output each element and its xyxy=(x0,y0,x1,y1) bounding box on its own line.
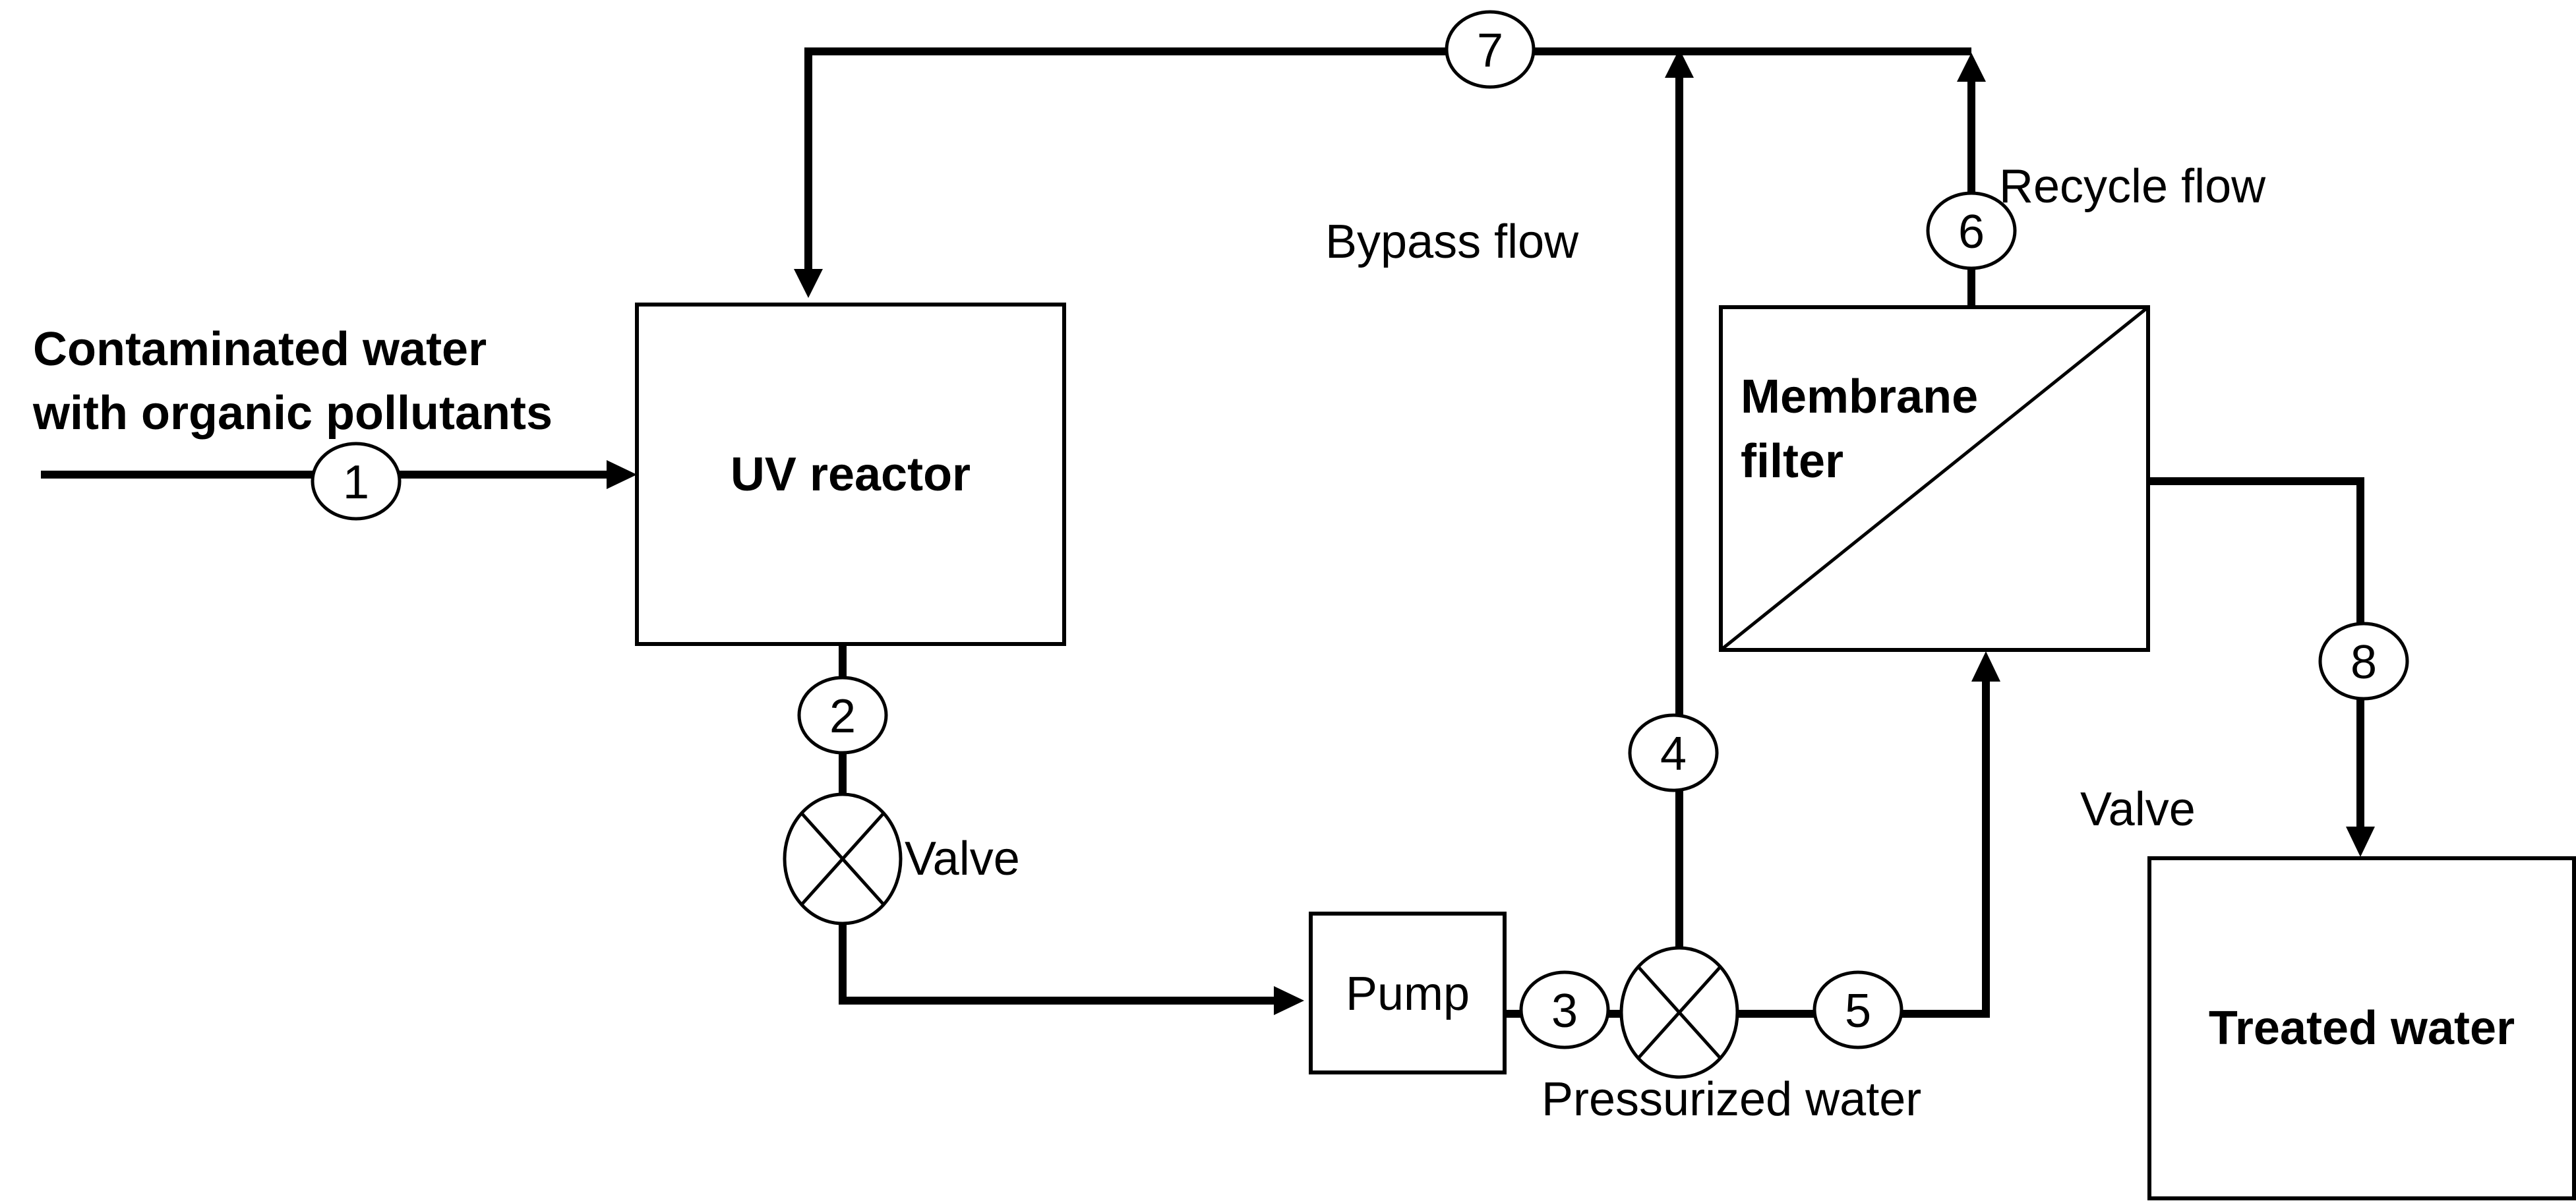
membrane-label-line1: Membrane xyxy=(1741,370,1978,423)
arrow-recycle-up xyxy=(1957,53,1986,82)
input-label-line2: with organic pollutants xyxy=(32,387,553,440)
valve-right-label: Valve xyxy=(2080,783,2196,836)
svg-text:5: 5 xyxy=(1845,985,1871,1038)
arrow-bypass-up xyxy=(1665,49,1694,78)
arrow-into-treated-water xyxy=(2346,827,2375,857)
uv-reactor-box xyxy=(635,303,1066,646)
pipe-stream-5 xyxy=(1738,679,1990,1018)
bypass-flow-label: Bypass flow xyxy=(1325,216,1579,268)
arrow-return-to-uv xyxy=(794,269,823,298)
stream-node-8: 8 xyxy=(2318,622,2409,701)
stream-node-6: 6 xyxy=(1926,191,2017,270)
svg-text:1: 1 xyxy=(343,456,369,509)
pump-label: Pump xyxy=(1346,968,1470,1020)
uv-reactor-label: UV reactor xyxy=(731,448,971,501)
svg-text:6: 6 xyxy=(1958,206,1985,258)
pipe-stream-8 xyxy=(2148,477,2364,829)
valve-left-label: Valve xyxy=(905,833,1020,885)
recycle-flow-label: Recycle flow xyxy=(1999,160,2266,213)
valve-left-symbol xyxy=(783,792,903,925)
svg-text:4: 4 xyxy=(1660,728,1687,780)
membrane-diagonal xyxy=(1720,306,2149,651)
membrane-label-line2: filter xyxy=(1741,435,1843,488)
pipe-stream-7 xyxy=(804,47,1971,270)
stream-node-3: 3 xyxy=(1519,970,1610,1049)
input-label-line1: Contaminated water xyxy=(33,323,487,376)
treated-water-box xyxy=(2147,856,2576,1200)
arrow-into-uv-reactor xyxy=(607,460,637,489)
pipe-stream-2 xyxy=(839,639,1277,1005)
pump-box xyxy=(1309,912,1507,1074)
stream-node-4: 4 xyxy=(1628,713,1719,792)
stream-node-5: 5 xyxy=(1812,970,1903,1049)
svg-text:7: 7 xyxy=(1477,24,1503,77)
svg-text:2: 2 xyxy=(829,690,856,743)
arrow-into-pump xyxy=(1274,986,1304,1015)
stream-node-1: 1 xyxy=(311,442,402,521)
stream-node-2: 2 xyxy=(797,676,888,755)
stream-node-7: 7 xyxy=(1445,10,1536,89)
splitter-valve-symbol xyxy=(1619,946,1739,1079)
arrow-into-membrane xyxy=(1971,651,2000,682)
pressurized-water-label: Pressurized water xyxy=(1542,1073,1921,1126)
svg-text:3: 3 xyxy=(1551,985,1578,1038)
treated-water-label: Treated water xyxy=(2209,1002,2515,1055)
svg-text:8: 8 xyxy=(2351,636,2377,689)
